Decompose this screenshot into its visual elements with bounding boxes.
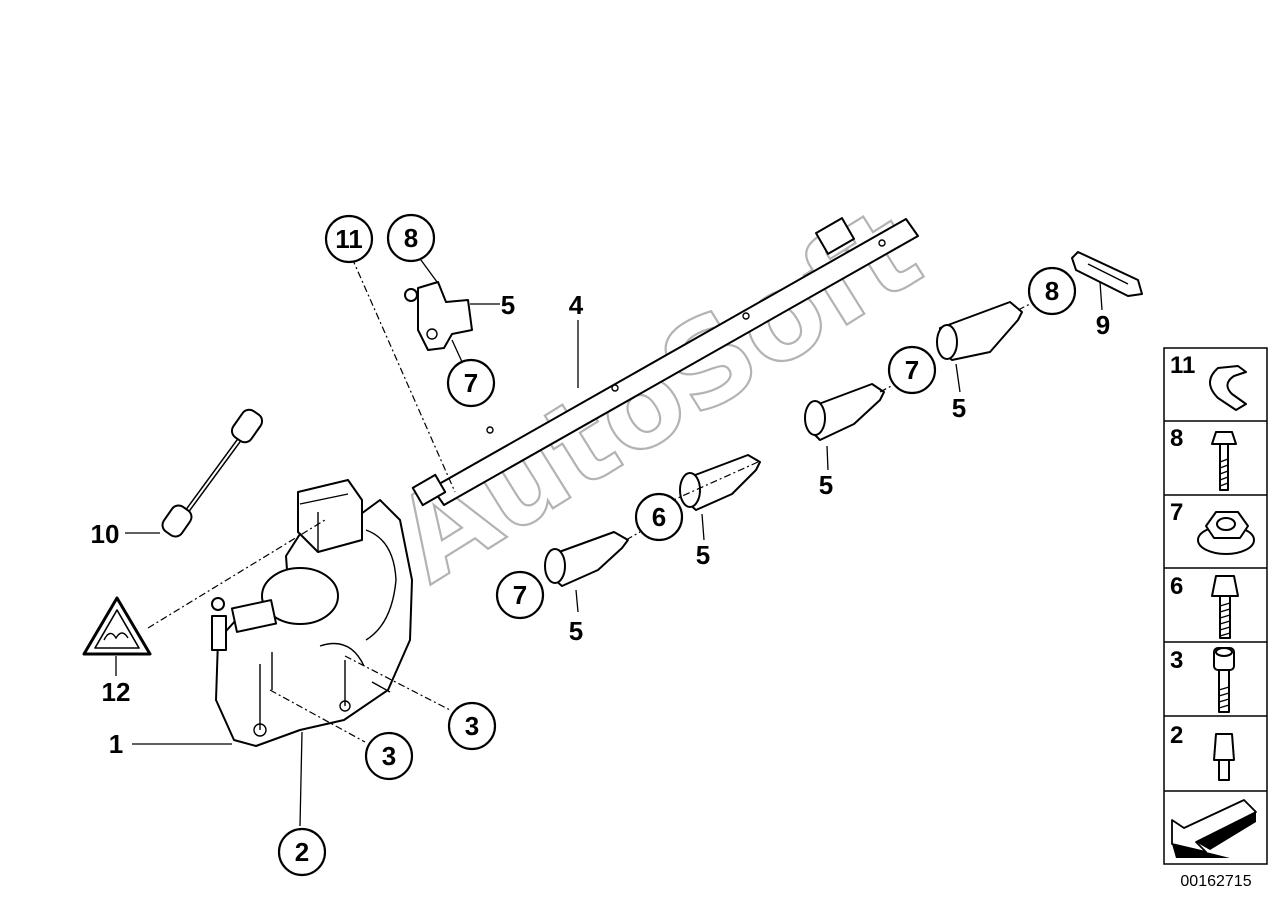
callout-6: 6 — [634, 492, 684, 542]
label-5-upper: 5 — [501, 290, 515, 320]
callout-3-right-text: 3 — [465, 711, 479, 741]
direction-arrow-icon — [1171, 799, 1257, 858]
legend-label-2: 2 — [1170, 722, 1183, 749]
callout-7-lower-text: 7 — [513, 580, 527, 610]
label-5-lower: 5 — [569, 616, 583, 646]
link-rod[interactable] — [1071, 251, 1143, 297]
actuator-housing[interactable] — [211, 479, 413, 747]
bushing-3[interactable] — [679, 454, 761, 511]
callout-8-right-text: 8 — [1045, 276, 1059, 306]
stud-icon — [1213, 733, 1235, 781]
bushing-1[interactable] — [936, 301, 1023, 361]
callout-2-text: 2 — [295, 837, 309, 867]
callout-11-text: 11 — [335, 224, 363, 254]
callout-7-lower: 7 — [495, 570, 545, 620]
flange-bolt-icon — [1211, 431, 1237, 491]
callout-11: 11 — [324, 214, 374, 264]
bushing-2[interactable] — [804, 383, 885, 441]
callout-7-upper-text: 7 — [464, 368, 478, 398]
circlip-icon — [1209, 365, 1247, 411]
callout-8-upper-text: 8 — [404, 223, 418, 253]
label-9: 9 — [1096, 310, 1110, 340]
hardware-legend: 11 8 7 6 3 2 — [1163, 347, 1268, 865]
hex-bolt-icon — [1211, 575, 1239, 639]
callout-7-right: 7 — [887, 345, 937, 395]
legend-label-11: 11 — [1170, 352, 1195, 379]
shift-lever[interactable] — [404, 281, 473, 351]
legend-label-3: 3 — [1170, 647, 1183, 674]
label-12: 12 — [102, 677, 131, 707]
label-1: 1 — [109, 729, 123, 759]
warning-triangle-icon — [82, 596, 152, 656]
callout-7-upper: 7 — [446, 358, 496, 408]
label-10: 10 — [91, 519, 120, 549]
shift-rod[interactable] — [411, 217, 919, 507]
callout-3-right: 3 — [447, 701, 497, 751]
legend-label-6: 6 — [1170, 573, 1183, 600]
label-5-right: 5 — [952, 393, 966, 423]
nut-icon — [1197, 511, 1255, 555]
callout-7-right-text: 7 — [905, 355, 919, 385]
bushing-4[interactable] — [544, 531, 629, 587]
label-5-middle: 5 — [819, 470, 833, 500]
callout-8-right: 8 — [1027, 266, 1077, 316]
callout-3-left-text: 3 — [382, 741, 396, 771]
label-5-center: 5 — [696, 540, 710, 570]
callout-3-left: 3 — [364, 731, 414, 781]
legend-label-7: 7 — [1170, 499, 1183, 526]
callout-6-text: 6 — [652, 502, 666, 532]
cable-connector[interactable] — [159, 407, 265, 540]
socket-bolt-icon — [1213, 647, 1235, 713]
legend-label-8: 8 — [1170, 425, 1183, 452]
image-number: 00162715 — [1180, 873, 1251, 890]
label-4: 4 — [569, 290, 584, 320]
callout-8-upper: 8 — [386, 213, 436, 263]
callout-2: 2 — [277, 827, 327, 877]
